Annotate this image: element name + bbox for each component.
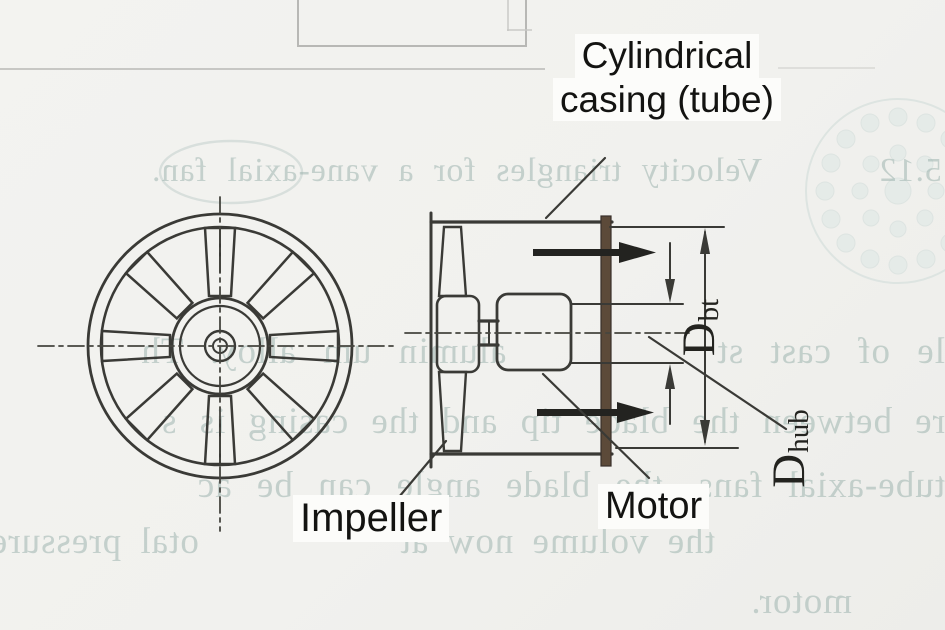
- dhub-subscript: hub: [782, 409, 815, 453]
- impeller-front-view: [37, 196, 395, 532]
- front-view-centerlines: [37, 196, 395, 532]
- dbt-subscript: bt: [692, 298, 725, 322]
- motor-label: Motor: [598, 484, 710, 529]
- impeller-blade-top-section: [437, 225, 468, 298]
- impeller-label: Impeller: [293, 495, 450, 543]
- impeller-blade-bottom-section: [437, 370, 468, 453]
- dimension-dbt: [700, 228, 710, 446]
- dimension-dhub: [665, 242, 675, 425]
- motor-leader: [541, 372, 651, 480]
- airflow-arrows: [533, 242, 656, 423]
- cropped-figure-box: [297, 0, 527, 47]
- airflow-arrow-top: [533, 249, 619, 256]
- dbt-symbol: D: [672, 322, 725, 357]
- casing-label-line2: casing (tube): [553, 77, 781, 122]
- dhub-leader: [647, 335, 788, 431]
- cropped-figure-corner-h: [507, 29, 532, 32]
- page-rule-line: [0, 68, 545, 71]
- dimension-extension-lines: [570, 226, 739, 449]
- impeller-hub-section: [435, 294, 481, 374]
- casing-side-view: [397, 156, 788, 499]
- casing-label: Cylindrical casing (tube): [536, 34, 798, 122]
- label-leader-lines: [397, 156, 788, 499]
- page-rule-line-faint: [778, 67, 875, 69]
- impeller-leader: [397, 439, 448, 499]
- cropped-figure-corner-v: [507, 0, 510, 31]
- airflow-arrow-bottom: [537, 409, 617, 416]
- casing-leader: [544, 156, 607, 220]
- dhub-symbol: D: [762, 453, 815, 488]
- impeller-blades: [100, 226, 340, 466]
- motor-body: [495, 292, 573, 372]
- casing-label-line1: Cylindrical: [574, 34, 760, 78]
- casing-outlet-wall: [600, 215, 612, 467]
